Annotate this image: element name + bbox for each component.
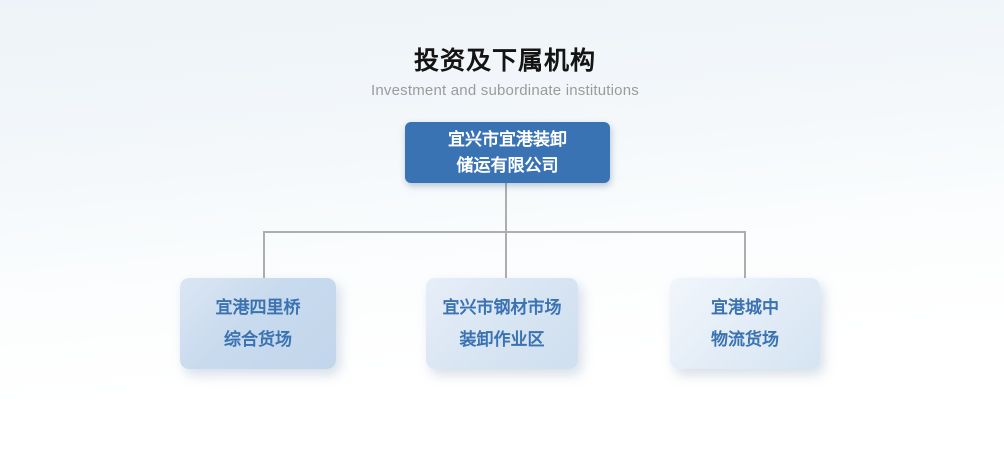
org-node-root-line1: 宜兴市宜港装卸: [448, 129, 567, 149]
page-subtitle: Investment and subordinate institutions: [371, 82, 639, 99]
connector-drop-center: [505, 231, 507, 278]
org-node-child-3-line2: 物流货场: [711, 329, 779, 349]
org-node-child-1-line2: 综合货场: [224, 329, 292, 349]
connector-drop-left: [263, 231, 265, 278]
org-node-child-2-line2: 装卸作业区: [459, 329, 545, 349]
connector-root-stem: [505, 183, 507, 232]
org-node-child-1-line1: 宜港四里桥: [215, 297, 301, 317]
page-title: 投资及下属机构: [413, 47, 596, 75]
org-node-root-line2: 储运有限公司: [456, 155, 559, 175]
section-header: 投资及下属机构 Investment and subordinate insti…: [0, 46, 1004, 100]
org-node-child-3: 宜港城中 物流货场: [670, 278, 820, 369]
org-node-child-2-line1: 宜兴市钢材市场: [442, 297, 562, 317]
connector-drop-right: [744, 231, 746, 278]
org-node-child-2: 宜兴市钢材市场 装卸作业区: [426, 278, 578, 369]
connector-horizontal-bar: [263, 231, 746, 233]
org-node-root: 宜兴市宜港装卸 储运有限公司: [405, 122, 610, 183]
org-node-child-3-line1: 宜港城中: [711, 297, 779, 317]
org-node-child-1: 宜港四里桥 综合货场: [180, 278, 336, 369]
